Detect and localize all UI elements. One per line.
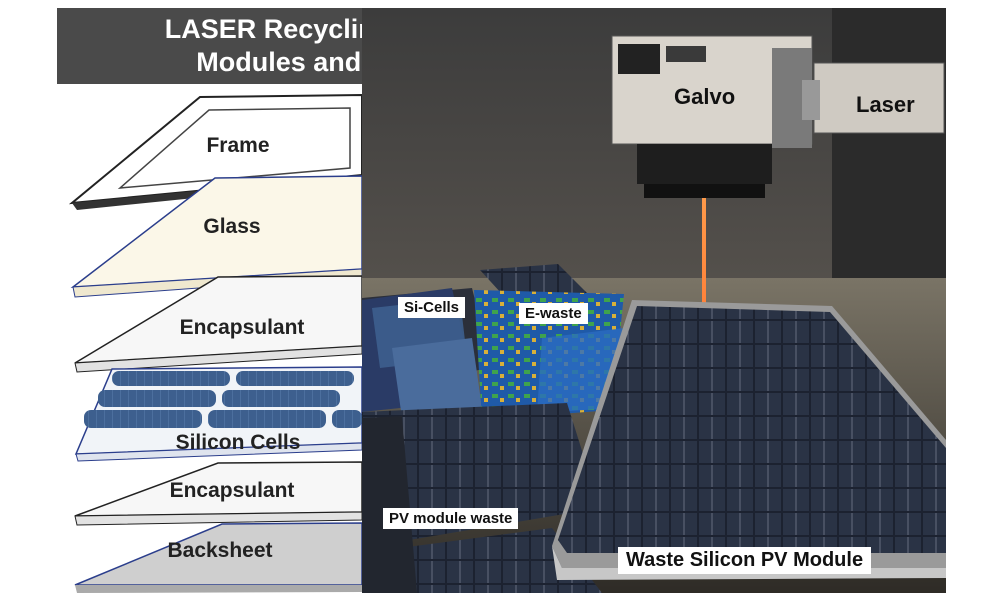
laser-label: Laser: [856, 92, 915, 117]
layer-label-encapsulant-2: Encapsulant: [169, 479, 295, 502]
si-cells-label: Si-Cells: [398, 297, 466, 318]
pv-module-waste-label: PV module waste: [383, 508, 519, 529]
layer-label-silicon-cells: Silicon Cells: [175, 431, 301, 454]
layer-label-encapsulant-1: Encapsulant: [179, 316, 305, 339]
backsheet-layer: [74, 522, 363, 593]
silicon-cells-layer: [74, 366, 363, 462]
laser-setup-photo: [362, 8, 946, 593]
layer-label-glass: Glass: [203, 215, 261, 238]
galvo-label: Galvo: [674, 84, 736, 109]
photo-scene: [362, 8, 946, 593]
ewaste-label: E-waste: [519, 303, 588, 324]
waste-pv-module-label: Waste Silicon PV Module: [618, 547, 872, 574]
layer-label-backsheet: Backsheet: [167, 539, 273, 562]
layer-label-frame: Frame: [206, 134, 270, 157]
encapsulant-layer-2: [74, 461, 363, 526]
